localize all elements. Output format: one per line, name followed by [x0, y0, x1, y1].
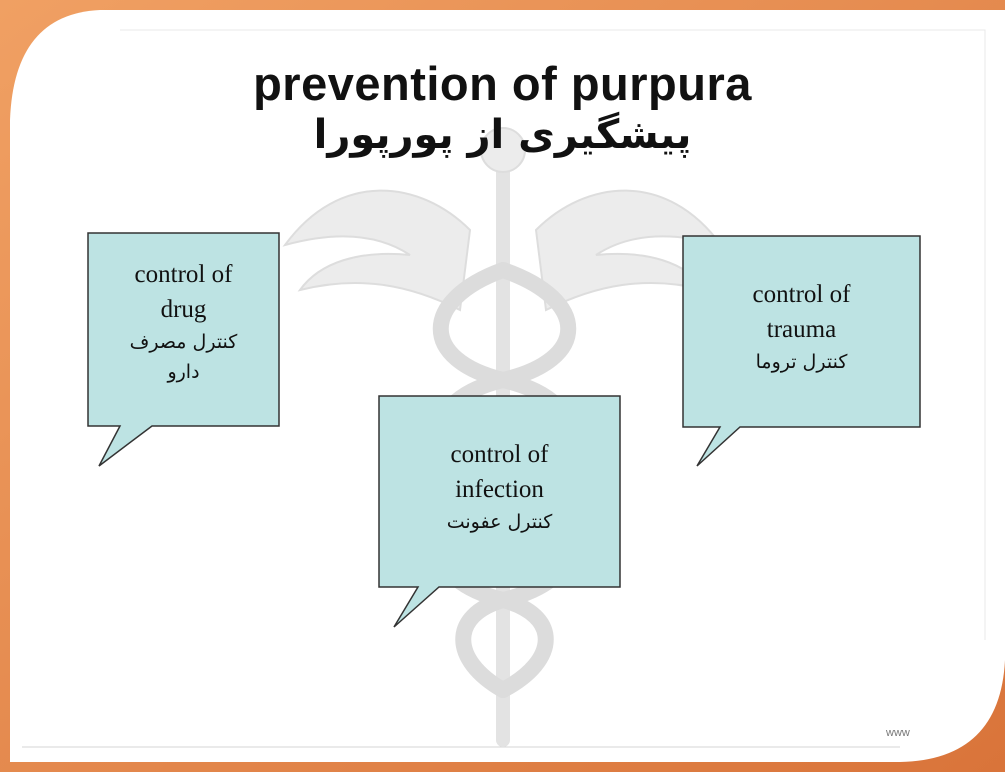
callout-trauma: control of trauma کنترل تروما	[685, 277, 918, 377]
footer-watermark: www	[886, 727, 910, 739]
callout-infection: control of infection کنترل عفونت	[381, 437, 618, 537]
callout-trauma-fa-line1: کنترل تروما	[755, 351, 848, 373]
callout-drug: control of drug کنترل مصرف دارو	[90, 257, 277, 387]
callout-drug-fa-line1: کنترل مصرف	[129, 331, 238, 353]
callout-trauma-shape	[682, 235, 921, 467]
callout-trauma-en-line2: trauma	[766, 316, 837, 343]
callout-infection-fa-line1: کنترل عفونت	[446, 511, 553, 533]
callout-infection-en-line1: control of	[450, 441, 549, 468]
callout-drug-fa-line2: دارو	[167, 361, 200, 383]
slide-title-persian: پیشگیری از پورپورا	[313, 112, 692, 158]
callout-drug-en-line2: drug	[160, 296, 207, 323]
callout-infection-shape	[378, 395, 621, 628]
callout-infection-en-line2: infection	[455, 476, 544, 503]
callout-trauma-en-line1: control of	[752, 281, 851, 308]
slide-title: prevention of purpura	[253, 57, 752, 110]
callout-drug-en-line1: control of	[134, 261, 233, 288]
callout-drug-shape	[87, 232, 280, 467]
